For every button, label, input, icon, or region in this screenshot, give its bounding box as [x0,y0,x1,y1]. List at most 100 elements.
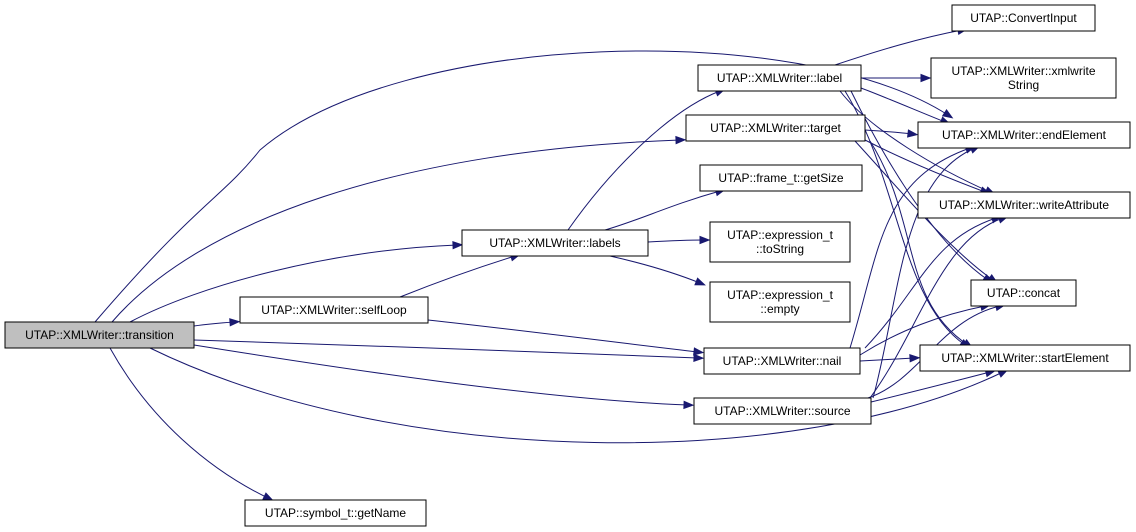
node-toString[interactable]: UTAP::expression_t::toString [709,221,851,263]
node-getName-label: UTAP::symbol_t::getName [265,506,406,520]
node-label-label: UTAP::XMLWriter::label [717,71,842,85]
edge-nail-to-endElement-line [849,147,971,349]
node-selfLoop[interactable]: UTAP::XMLWriter::selfLoop [239,296,429,324]
edge-source-to-endElement-line [872,147,976,399]
edge-transition-to-source-line [193,344,689,406]
edge-target-to-endElement [864,129,919,138]
edge-label-to-endElement-line [860,87,946,123]
node-getName[interactable]: UTAP::symbol_t::getName [244,499,427,527]
edge-label-to-xmlwriteString [860,73,932,83]
edge-labels-to-label [567,88,726,231]
edge-transition-to-getName [109,347,274,501]
node-labels-box [461,229,649,257]
node-xmlwriteString-box [930,57,1117,99]
edge-transition-to-label-arrowhead [941,109,954,119]
edge-labels-to-label-line [567,90,721,231]
node-transition-label: UTAP::XMLWriter::transition [25,328,174,342]
call-graph-edges [94,26,1010,501]
edge-target-to-writeAttribute-line [864,139,986,193]
edge-nail-to-startElement-line [859,357,915,362]
edge-nail-to-startElement [859,354,921,363]
edge-transition-to-target-line [111,139,681,323]
node-concat-label: UTAP::concat [987,286,1061,300]
node-getSize-label: UTAP::frame_t::getSize [718,171,843,185]
node-toString-box [709,221,851,263]
edge-nail-to-startElement-arrowhead [909,354,921,363]
edge-transition-to-labels-arrowhead [452,240,464,250]
edge-transition-to-labels [129,240,464,323]
node-labels-label: UTAP::XMLWriter::labels [489,236,620,250]
edge-labels-to-empty-arrowhead [694,277,706,286]
node-empty[interactable]: UTAP::expression_t::empty [709,281,851,323]
node-convertInput-label: UTAP::ConvertInput [970,11,1077,25]
node-writeAttribute-label: UTAP::XMLWriter::writeAttribute [939,198,1109,212]
node-convertInput-box [951,4,1096,32]
node-startElement[interactable]: UTAP::XMLWriter::startElement [919,344,1131,372]
node-startElement-box [919,344,1131,372]
node-target[interactable]: UTAP::XMLWriter::target [685,114,866,142]
edge-transition-to-label [94,50,954,323]
node-source-box [693,397,872,425]
edge-transition-to-nail [193,339,705,363]
node-writeAttribute-box [917,191,1131,219]
edge-label-to-convertInput-line [834,29,963,66]
node-empty-label: ::empty [760,302,799,316]
node-transition[interactable]: UTAP::XMLWriter::transition [4,321,195,349]
edge-target-to-startElement [869,140,974,349]
node-concat[interactable]: UTAP::concat [970,279,1077,307]
node-label-box [697,64,862,92]
call-graph-nodes: UTAP::XMLWriter::transitionUTAP::XMLWrit… [4,4,1131,527]
edge-labels-to-toString-arrowhead [699,235,711,245]
node-target-label: UTAP::XMLWriter::target [710,121,841,135]
node-nail-box [703,347,861,375]
edge-labels-to-empty [609,255,706,286]
edge-transition-to-startElement-line [149,347,1004,444]
edge-selfLoop-to-nail-line [427,319,699,353]
edge-transition-to-startElement [149,347,1009,444]
node-convertInput[interactable]: UTAP::ConvertInput [951,4,1096,32]
node-xmlwriteString-label: UTAP::XMLWriter::xmlwrite [951,64,1095,78]
edge-transition-to-source [193,344,695,410]
node-label[interactable]: UTAP::XMLWriter::label [697,64,862,92]
edge-source-to-writeAttribute-line [869,217,1004,399]
edge-transition-to-target-arrowhead [675,135,687,145]
node-nail-label: UTAP::XMLWriter::nail [723,354,842,368]
edge-nail-to-writeAttribute-line [864,217,997,349]
edge-transition-to-label-line [94,50,949,323]
node-empty-label: UTAP::expression_t [727,288,833,302]
node-endElement-label: UTAP::XMLWriter::endElement [942,128,1107,142]
node-startElement-label: UTAP::XMLWriter::startElement [941,351,1109,365]
edge-selfLoop-to-labels [399,253,522,298]
edge-label-to-xmlwriteString-arrowhead [920,73,932,83]
node-toString-label: UTAP::expression_t [727,228,833,242]
edge-labels-to-empty-line [609,255,701,284]
edge-labels-to-getSize [604,188,727,231]
edge-source-to-startElement [870,369,997,403]
node-writeAttribute[interactable]: UTAP::XMLWriter::writeAttribute [917,191,1131,219]
edge-label-to-writeAttribute-line [839,90,991,193]
edge-transition-to-selfLoop [193,318,241,327]
edge-source-to-startElement-line [870,371,991,403]
edge-transition-to-nail-line [193,339,699,359]
edge-transition-to-selfLoop-line [193,321,235,327]
node-selfLoop-label: UTAP::XMLWriter::selfLoop [261,303,407,317]
node-source[interactable]: UTAP::XMLWriter::source [693,397,872,425]
node-labels[interactable]: UTAP::XMLWriter::labels [461,229,649,257]
node-empty-box [709,281,851,323]
node-target-box [685,114,866,142]
node-getSize[interactable]: UTAP::frame_t::getSize [699,164,863,192]
node-endElement[interactable]: UTAP::XMLWriter::endElement [917,121,1131,149]
node-concat-box [970,279,1077,307]
node-selfLoop-box [239,296,429,324]
node-transition-box [4,321,195,349]
edge-transition-to-getName-line [109,347,269,499]
edge-selfLoop-to-nail-arrowhead [693,347,705,356]
edge-transition-to-getName-arrowhead [262,492,274,501]
edge-target-to-endElement-arrowhead [907,129,919,138]
edge-labels-to-toString-line [647,239,705,243]
edge-label-to-concat-line [850,90,989,281]
node-nail[interactable]: UTAP::XMLWriter::nail [703,347,861,375]
edge-transition-to-selfLoop-arrowhead [229,318,241,327]
